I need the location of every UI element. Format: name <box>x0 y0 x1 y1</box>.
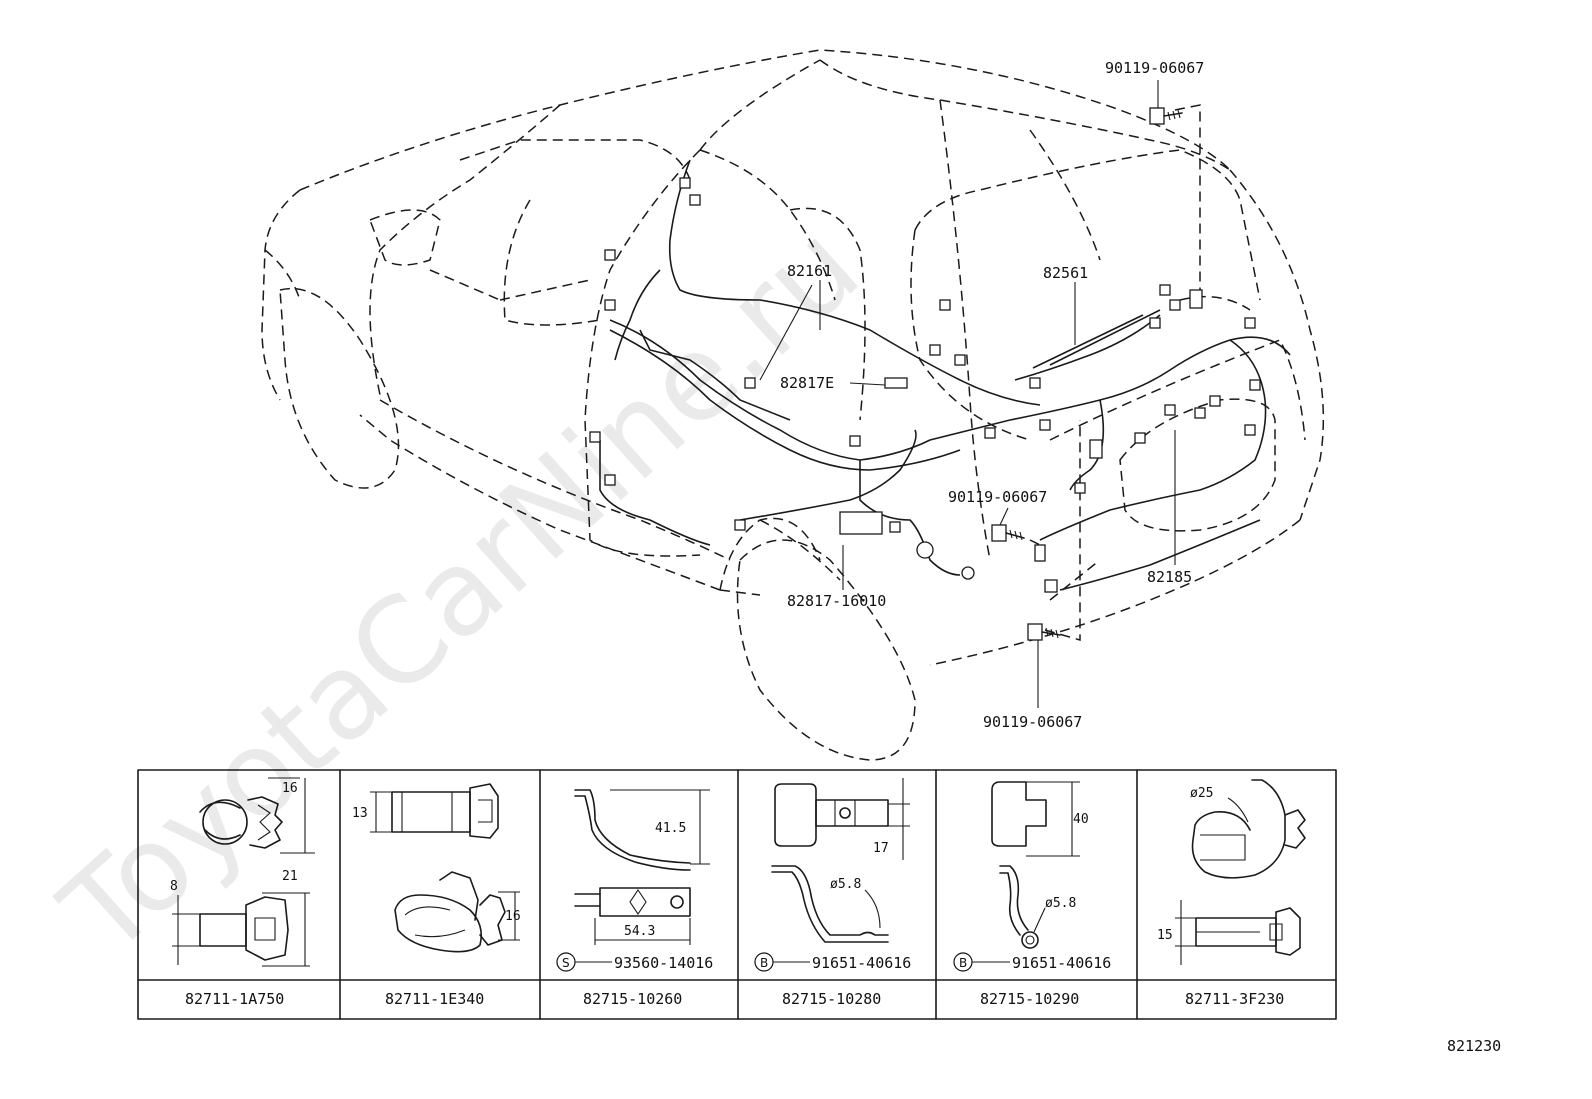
badge-10260: S <box>562 956 570 970</box>
dim-1a750-height: 16 <box>282 781 298 796</box>
callout-labels: 90119-06067 82161 82561 82817E 90119-060… <box>780 59 1204 731</box>
callout-bolt-top: 90119-06067 <box>1105 59 1204 77</box>
callout-harness-rear-panel: 82561 <box>1043 264 1088 282</box>
part-drawing-clamp-10290: 40 ø5.8 B 91651-40616 <box>953 781 1111 972</box>
part-number-5: 82715-10290 <box>980 990 1079 1008</box>
dim-1e340-height: 13 <box>352 806 368 821</box>
dim-10280-hole: ø5.8 <box>830 877 861 892</box>
callout-bolt-bottom: 90119-06067 <box>983 713 1082 731</box>
dim-10280-height: 17 <box>873 841 889 856</box>
bolt-icon-mid <box>991 524 1025 542</box>
dim-3f230-diameter: ø25 <box>1190 786 1213 801</box>
callout-bolt-mid: 90119-06067 <box>948 488 1047 506</box>
dim-1a750-small: 8 <box>170 879 178 894</box>
part-drawing-clamp-10260: 41.5 54.3 S 93560-14016 <box>556 789 713 972</box>
dim-1a750-length: 21 <box>282 869 298 884</box>
harness-connectors <box>589 177 1261 593</box>
part-number-1: 82711-1A750 <box>185 990 284 1008</box>
badge-10290: B <box>959 956 967 970</box>
wiring-harness <box>599 159 1291 591</box>
part-number-3: 82715-10260 <box>583 990 682 1008</box>
sub-part-10280: 91651-40616 <box>812 954 911 972</box>
sub-part-10290: 91651-40616 <box>1012 954 1111 972</box>
part-number-2: 82711-1E340 <box>385 990 484 1008</box>
part-number-4: 82715-10280 <box>782 990 881 1008</box>
car-body-outline <box>261 49 1325 761</box>
callout-leaders <box>759 80 1176 708</box>
dim-10290-hole: ø5.8 <box>1045 896 1076 911</box>
part-number-6: 82711-3F230 <box>1185 990 1284 1008</box>
badge-10280: B <box>760 956 768 970</box>
dim-10260-length: 54.3 <box>624 924 655 939</box>
callout-clamp-rear: 82817-16010 <box>787 592 886 610</box>
callout-harness-back-door: 82185 <box>1147 568 1192 586</box>
callout-clamp-floor: 82817E <box>780 374 834 392</box>
bolt-icon-top <box>1149 107 1183 125</box>
parts-table: 82711-1A750 82711-1E340 82715-10260 8271… <box>137 769 1337 1020</box>
dim-10290-height: 40 <box>1073 812 1089 827</box>
dim-1e340-width: 16 <box>505 909 521 924</box>
callout-harness-floor: 82161 <box>787 262 832 280</box>
dim-10260-height: 41.5 <box>655 821 686 836</box>
part-drawing-clamp-10280: 17 ø5.8 B 91651-40616 <box>754 778 911 972</box>
watermark: ToyotaCarNine.ru <box>36 198 885 982</box>
dim-3f230-height: 15 <box>1157 928 1173 943</box>
bolt-icon-bottom <box>1027 623 1061 641</box>
part-drawing-clip-1a750: 16 21 8 <box>170 777 315 967</box>
part-drawing-clip-1e340: 13 16 <box>352 783 521 953</box>
sub-part-10260: 93560-14016 <box>614 954 713 972</box>
diagram-id: 821230 <box>1447 1037 1501 1055</box>
part-drawing-clip-3f230: ø25 15 <box>1157 779 1306 965</box>
